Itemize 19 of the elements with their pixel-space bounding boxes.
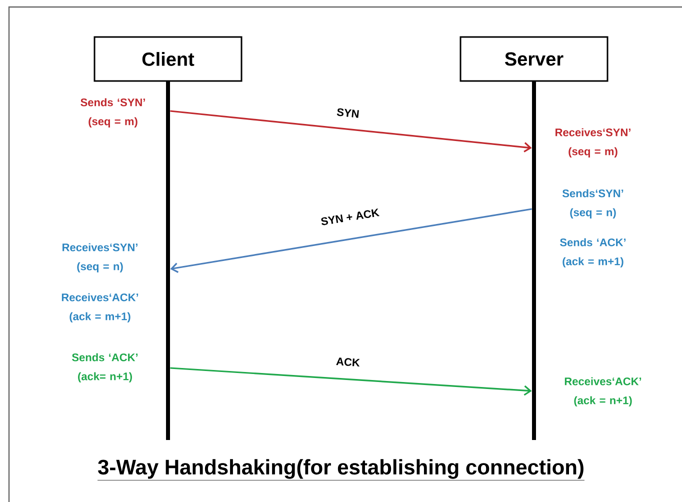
arrow	[170, 367, 532, 396]
actor-box: Server	[460, 36, 608, 82]
actor-box: Client	[94, 36, 242, 82]
lifeline	[532, 81, 536, 440]
edge-label: SYN + ACK	[321, 208, 380, 226]
edge-label: SYN	[336, 108, 359, 118]
edge-label: ACK	[336, 358, 360, 366]
annotation: Sends ‘ACK’ (ack = m+1)	[560, 238, 626, 268]
annotation: Sends‘SYN’ (seq = n)	[562, 189, 624, 218]
annotation: Receives‘SYN’ (seq = m)	[556, 128, 630, 158]
annotation: Sends ‘ACK’ (ack= n+1)	[72, 353, 138, 382]
annotation: Receives‘ACK’ (ack = m+1)	[62, 293, 138, 322]
annotation: Sends ‘SYN’ (seq = m)	[80, 98, 145, 128]
annotation: Receives‘ACK’ (ack = n+1)	[564, 377, 642, 406]
lifeline	[166, 81, 170, 440]
arrow	[170, 208, 532, 273]
arrow	[170, 110, 532, 152]
annotation: Receives‘SYN’ (seq = n)	[62, 243, 138, 272]
title: 3-Way Handshaking(for establishing connection)	[97, 459, 585, 480]
